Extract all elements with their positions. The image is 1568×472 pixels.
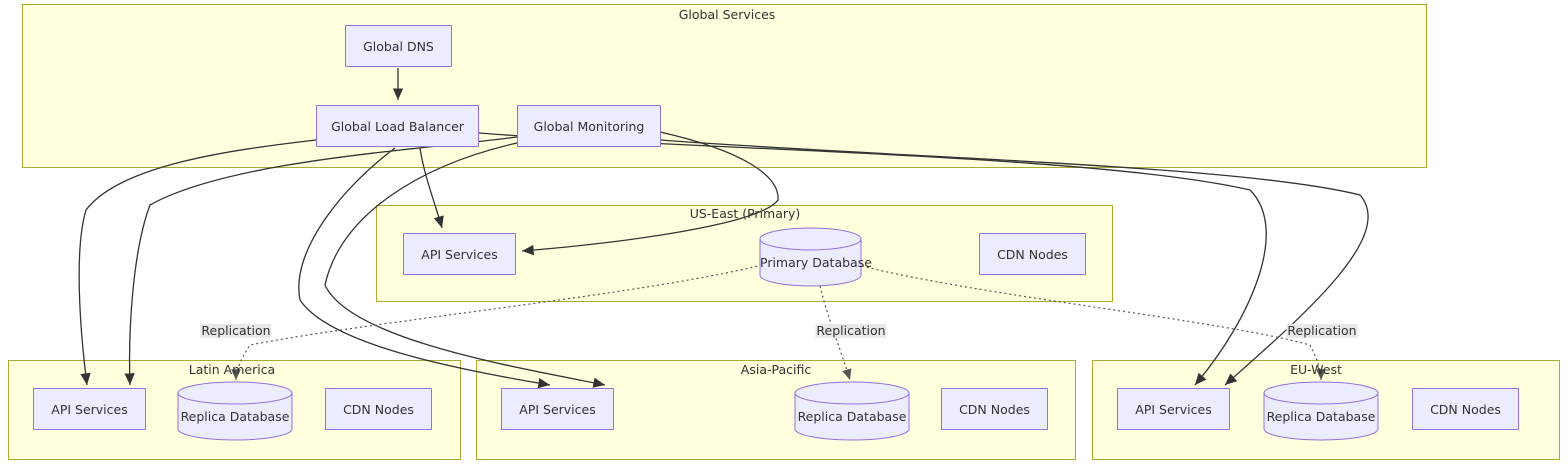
node-us-east-cdn-nodes[interactable]: CDN Nodes xyxy=(979,233,1086,275)
node-us-east-api-services[interactable]: API Services xyxy=(403,233,516,275)
cylinder-icon xyxy=(759,227,862,287)
node-eu-west-api-services[interactable]: API Services xyxy=(1117,388,1230,430)
edge-label-replication-latam: Replication xyxy=(200,322,272,339)
node-global-load-balancer[interactable]: Global Load Balancer xyxy=(316,105,479,147)
node-latam-replica-database[interactable]: Replica Database xyxy=(177,381,293,441)
cluster-title-eu-west: EU-West xyxy=(1290,362,1342,377)
cluster-title-latin-america: Latin America xyxy=(188,362,276,377)
node-eu-west-cdn-nodes[interactable]: CDN Nodes xyxy=(1412,388,1519,430)
node-latam-api-services[interactable]: API Services xyxy=(33,388,146,430)
cluster-title-us-east: US-East (Primary) xyxy=(689,206,801,221)
node-label: Replica Database xyxy=(1266,409,1376,424)
node-apac-api-services[interactable]: API Services xyxy=(501,388,614,430)
edge-label-replication-apac: Replication xyxy=(815,322,887,339)
cylinder-icon xyxy=(177,381,293,441)
node-apac-replica-database[interactable]: Replica Database xyxy=(794,381,910,441)
node-us-east-primary-database[interactable]: Primary Database xyxy=(759,227,872,287)
edge-label-replication-euwest: Replication xyxy=(1286,322,1358,339)
node-label: Replica Database xyxy=(180,409,290,424)
node-apac-cdn-nodes[interactable]: CDN Nodes xyxy=(941,388,1048,430)
node-eu-west-replica-database[interactable]: Replica Database xyxy=(1263,381,1379,441)
cluster-global-services xyxy=(22,4,1427,168)
node-label: Primary Database xyxy=(760,255,872,270)
node-global-monitoring[interactable]: Global Monitoring xyxy=(517,105,661,147)
cluster-title-asia-pacific: Asia-Pacific xyxy=(740,362,812,377)
node-global-dns[interactable]: Global DNS xyxy=(345,25,452,67)
cluster-title-global-services: Global Services xyxy=(678,7,776,22)
node-label: Replica Database xyxy=(797,409,907,424)
cylinder-icon xyxy=(1263,381,1379,441)
edge-lb-to-latam-api xyxy=(78,139,317,386)
node-latam-cdn-nodes[interactable]: CDN Nodes xyxy=(325,388,432,430)
cylinder-icon xyxy=(794,381,910,441)
